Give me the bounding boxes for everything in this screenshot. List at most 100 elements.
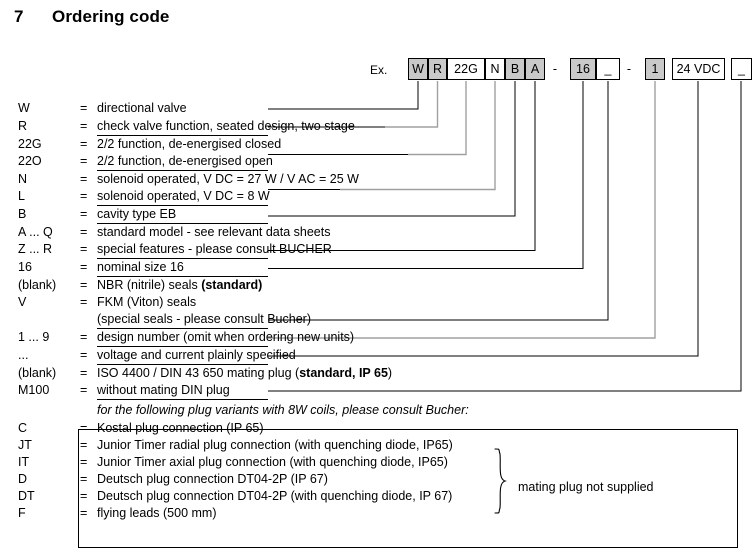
legend-item-5-description: solenoid operated, V DC = 27 W / V AC = …: [97, 172, 359, 186]
plug-variant-6-description: flying leads (500 mm): [97, 506, 217, 520]
order-code-box-7: 16: [570, 58, 596, 80]
plug-variant-6-code: F: [18, 506, 26, 520]
order-code-box-3: 22G: [447, 58, 485, 80]
legend-item-14-description: design number (omit when ordering new un…: [97, 330, 355, 344]
plug-variant-3-equals: =: [80, 455, 88, 469]
legend-item-17-code: M100: [18, 383, 50, 397]
plug-variant-2-code: JT: [18, 438, 32, 452]
order-code-box-2: R: [428, 58, 447, 80]
page-title: 7 Ordering code: [14, 7, 170, 27]
plug-variant-5-equals: =: [80, 489, 88, 503]
example-label: Ex.: [370, 63, 388, 77]
legend-item-5-equals: =: [80, 172, 88, 186]
legend-item-16-equals: =: [80, 366, 88, 380]
legend-item-3-code: 22G: [18, 137, 42, 151]
legend-item-16-description: ISO 4400 / DIN 43 650 mating plug (stand…: [97, 366, 393, 380]
legend-item-10-code: 16: [18, 260, 32, 274]
plug-variant-4-row: D = Deutsch plug connection DT04-2P (IP 67…: [0, 471, 754, 488]
plug-variant-5-row: DT=Deutsch plug connection DT04-2P (with…: [0, 488, 754, 505]
legend-item-3-description: 2/2 function, de-energised closed: [97, 137, 282, 151]
legend-item-11-equals: =: [80, 278, 88, 292]
curly-brace-icon: [494, 448, 507, 514]
legend-item-13-row: (special seals - please consult Bucher): [0, 311, 754, 328]
legend-item-1-description: directional valve: [97, 101, 187, 115]
plug-variant-5-code: DT: [18, 489, 35, 503]
section-title: Ordering code: [52, 7, 170, 26]
legend-item-14-row: 1 ... 9=design number (omit when orderin…: [0, 329, 754, 346]
legend-item-10-equals: =: [80, 260, 88, 274]
legend-item-12-description: FKM (Viton) seals: [97, 295, 197, 309]
legend-item-4-row: 22O = 2/2 function, de-energised open: [0, 153, 754, 170]
plug-variant-1-description: Kostal plug connection (IP 65): [97, 421, 264, 435]
plug-variant-1-equals: =: [80, 421, 88, 435]
order-code-box-1: W: [408, 58, 428, 80]
legend-item-11-description: NBR (nitrile) seals (standard): [97, 278, 263, 292]
plug-variant-4-code: D: [18, 472, 28, 486]
plug-variant-3-description: Junior Timer axial plug connection (with…: [97, 455, 448, 469]
order-code-box-6: A: [525, 58, 545, 80]
legend-item-15-code: ...: [18, 348, 29, 362]
legend-item-17-description: without mating DIN plug: [97, 383, 230, 397]
legend-item-2-equals: =: [80, 119, 88, 133]
legend-item-4-code: 22O: [18, 154, 42, 168]
legend-item-6-equals: =: [80, 189, 88, 203]
legend-item-6-code: L: [18, 189, 25, 203]
mating-plug-note: mating plug not supplied: [518, 480, 654, 494]
legend-item-14-equals: =: [80, 330, 88, 344]
legend-item-10-row: 16=nominal size 16: [0, 259, 754, 276]
legend-item-13-description: (special seals - please consult Bucher): [97, 312, 311, 326]
order-code-separator-1: -: [552, 62, 558, 76]
legend-item-6-row: L = solenoid operated, V DC = 8 W: [0, 188, 754, 205]
plug-variant-3-row: IT = Junior Timer axial plug connection (w…: [0, 454, 754, 471]
plug-variant-3-code: IT: [18, 455, 30, 469]
legend-item-3-row: 22G = 2/2 function, de-energised closed: [0, 136, 754, 153]
legend-item-9-equals: =: [80, 242, 88, 256]
plug-variants-intro-description: for the following plug variants with 8W …: [97, 403, 469, 417]
legend-item-5-code: N: [18, 172, 28, 186]
legend-item-9-description: special features - please consult BUCHER: [97, 242, 332, 256]
plug-variant-6-row: F = flying leads (500 mm): [0, 505, 754, 522]
legend-item-9-row: Z ... R = special features - please consul…: [0, 241, 754, 258]
plug-variant-4-equals: =: [80, 472, 88, 486]
legend-item-8-equals: =: [80, 225, 88, 239]
legend-item-1-code: W: [18, 101, 30, 115]
legend-item-7-description: cavity type EB: [97, 207, 177, 221]
legend-item-11-code: (blank): [18, 278, 57, 292]
legend-item-6-description: solenoid operated, V DC = 8 W: [97, 189, 270, 203]
order-code-box-5: B: [505, 58, 525, 80]
legend-item-8-row: A ... Q=standard model - see relevant da…: [0, 224, 754, 241]
legend-item-9-code: Z ... R: [18, 242, 53, 256]
section-number: 7: [14, 7, 24, 26]
plug-variant-1-code: C: [18, 421, 28, 435]
plug-variant-2-row: JT = Junior Timer radial plug connection (…: [0, 437, 754, 454]
legend-item-12-row: V=FKM (Viton) seals: [0, 294, 754, 311]
legend-item-8-code: A ... Q: [18, 225, 53, 239]
order-code-box-4: N: [485, 58, 505, 80]
plug-variants-intro-row: for the following plug variants with 8W …: [0, 402, 754, 419]
legend-item-2-code: R: [18, 119, 28, 133]
legend-item-16-row: (blank) = ISO 4400 / DIN 43 650 mating plu…: [0, 365, 754, 382]
legend-item-1-equals: =: [80, 101, 88, 115]
plug-variant-2-equals: =: [80, 438, 88, 452]
legend-item-3-equals: =: [80, 137, 88, 151]
legend-item-15-row: ... = voltage and current plainly specifie…: [0, 347, 754, 364]
legend-item-2-description: check valve function, seated design, two…: [97, 119, 355, 133]
legend-item-4-equals: =: [80, 154, 88, 168]
legend-item-7-code: B: [18, 207, 27, 221]
legend-item-4-description: 2/2 function, de-energised open: [97, 154, 273, 168]
order-code-box-8: _: [596, 58, 620, 80]
legend-item-7-equals: =: [80, 207, 88, 221]
legend-item-16-code: (blank): [18, 366, 57, 380]
legend-item-12-equals: =: [80, 295, 88, 309]
plug-variant-6-equals: =: [80, 506, 88, 520]
order-code-separator-2: -: [626, 62, 632, 76]
legend-item-11-row: (blank) = NBR (nitrile) seals (standard): [0, 277, 754, 294]
legend-item-1-row: W = directional valve: [0, 100, 754, 117]
order-code-box-11: _: [731, 58, 752, 80]
legend-item-15-equals: =: [80, 348, 88, 362]
legend-item-7-row: B = cavity type EB: [0, 206, 754, 223]
plug-variant-2-description: Junior Timer radial plug connection (wit…: [97, 438, 453, 452]
plug-variant-4-description: Deutsch plug connection DT04-2P (IP 67): [97, 472, 328, 486]
plug-variant-1-row: C = Kostal plug connection (IP 65): [0, 420, 754, 437]
legend-item-15-description: voltage and current plainly specified: [97, 348, 296, 362]
